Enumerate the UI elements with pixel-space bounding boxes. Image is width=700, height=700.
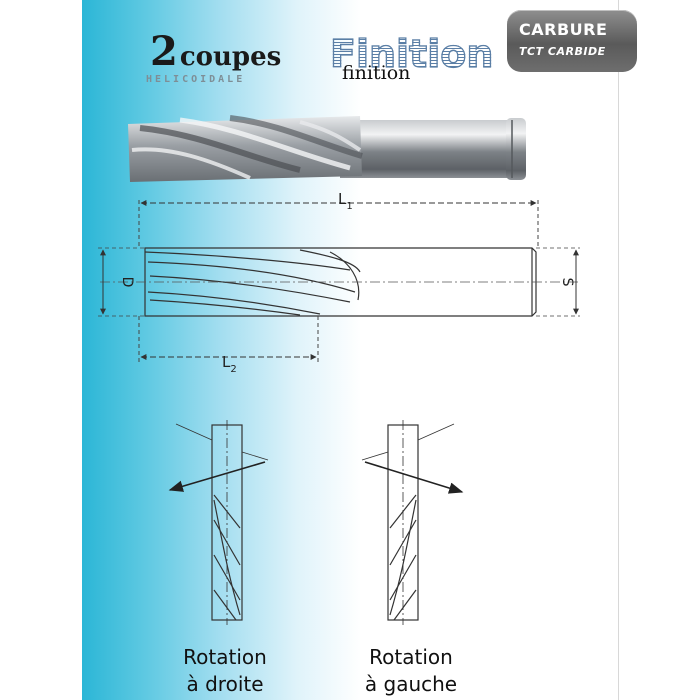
l1-label: L1 — [338, 190, 353, 212]
l2-label: L2 — [222, 353, 237, 375]
carbide-badge: CARBURE TCT CARBIDE — [507, 10, 637, 72]
tool-drawing — [144, 247, 537, 317]
left-rotation-tool — [361, 420, 455, 625]
flutes-title: 2coupes — [150, 28, 281, 75]
caption-right-rotation: Rotation à droite — [160, 644, 290, 698]
finish-label: finition — [342, 62, 411, 84]
d-label: D — [119, 277, 135, 288]
caption-right-line2: à droite — [186, 672, 264, 696]
end-mill-photo — [128, 115, 526, 182]
s-label: S — [559, 278, 575, 287]
right-rotation-arrow — [168, 461, 266, 492]
badge-material-alt: TCT CARBIDE — [519, 45, 606, 58]
right-rotation-tool — [175, 420, 269, 625]
flutes-number: 2 — [150, 28, 178, 75]
dimension-d — [98, 247, 145, 317]
caption-left-line2: à gauche — [364, 672, 458, 696]
dimension-s — [536, 247, 580, 317]
flute-type-label: HELICOIDALE — [146, 74, 246, 85]
dimension-l1 — [138, 200, 539, 248]
flutes-word: coupes — [179, 42, 282, 72]
left-rotation-arrow — [364, 461, 464, 494]
dimension-l2 — [138, 316, 319, 362]
page-edge-rule — [618, 0, 619, 700]
finish-heading: Finition — [329, 31, 494, 76]
caption-left-rotation: Rotation à gauche — [344, 644, 478, 698]
badge-material: CARBURE — [519, 20, 608, 39]
caption-right-line1: Rotation — [183, 645, 267, 669]
caption-left-line1: Rotation — [369, 645, 453, 669]
